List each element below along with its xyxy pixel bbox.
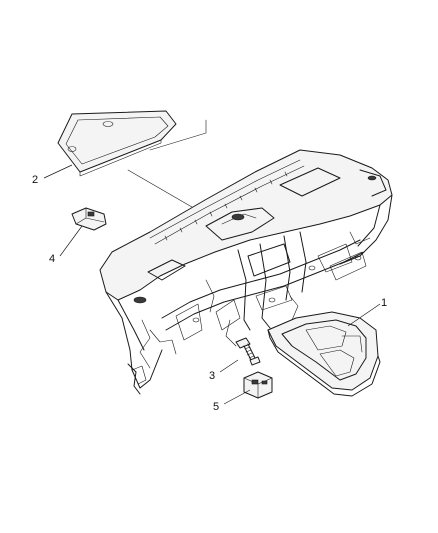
leader-5	[223, 389, 251, 405]
part-5-clip	[243, 371, 273, 399]
callout-1: 1	[381, 297, 387, 309]
cross-car-beam-structure	[127, 231, 371, 395]
leader-1	[347, 303, 381, 327]
defroster-vent-slats	[164, 171, 288, 241]
part-1-console-bezel	[267, 311, 381, 397]
part-2-top-cover	[57, 110, 177, 177]
leader-lines	[43, 164, 381, 405]
callout-2: 2	[32, 174, 38, 186]
part-4-clip	[71, 207, 107, 231]
guide-line	[149, 119, 207, 151]
leader-2	[43, 164, 73, 179]
callout-3: 3	[209, 370, 215, 382]
guide-line	[127, 169, 205, 215]
part-3-bolt	[235, 337, 261, 366]
leader-3	[219, 359, 239, 373]
callout-4: 4	[49, 253, 55, 265]
leader-4	[59, 225, 83, 257]
callout-5: 5	[213, 401, 219, 413]
callout-labels: 1 2 3 4 5	[32, 174, 387, 413]
